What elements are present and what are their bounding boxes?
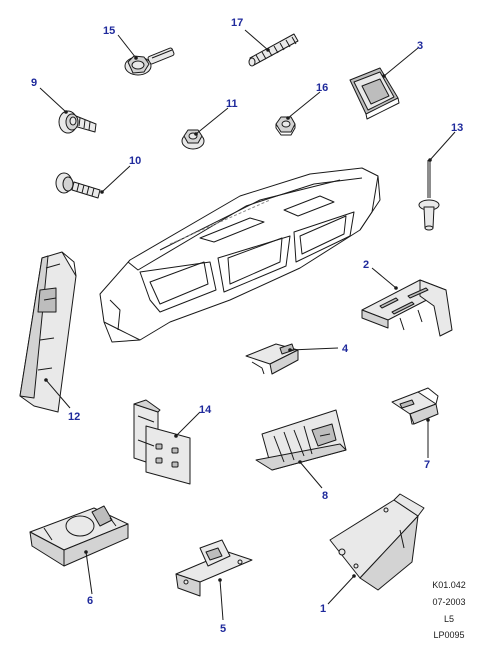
callout-1: 1 xyxy=(320,603,326,615)
callout-10: 10 xyxy=(129,155,141,167)
callout-8: 8 xyxy=(322,490,328,502)
part-3-square-grommet xyxy=(349,67,400,120)
callout-labels: 15 17 3 9 11 16 13 10 2 4 12 14 7 8 6 5 … xyxy=(31,17,463,635)
dashboard-assembly xyxy=(99,167,381,343)
part-15-flange-bolt xyxy=(124,47,175,76)
part-6-holder-bracket xyxy=(29,505,129,567)
callout-17: 17 xyxy=(231,17,243,29)
part-2-slotted-bracket xyxy=(361,279,453,337)
part-16-hex-nut xyxy=(275,116,296,136)
callout-15: 15 xyxy=(103,25,115,37)
callout-11: 11 xyxy=(226,98,238,110)
callout-5: 5 xyxy=(220,623,226,635)
part-7-small-bracket xyxy=(391,387,439,425)
reference-date: 07-2003 xyxy=(432,597,466,607)
callout-3: 3 xyxy=(417,40,423,52)
leader-dots xyxy=(44,48,432,582)
part-14-bracket-plate xyxy=(133,399,191,485)
callout-14: 14 xyxy=(199,404,212,416)
callout-12: 12 xyxy=(68,411,80,423)
callout-7: 7 xyxy=(424,459,430,471)
part-4-clip-bracket xyxy=(245,343,299,375)
part-8-vent-grille xyxy=(255,409,347,471)
part-17-threaded-stud xyxy=(248,33,299,67)
illustration-id: LP0095 xyxy=(433,630,465,640)
part-13-rivet xyxy=(418,160,440,231)
part-12-pillar-trim xyxy=(19,251,77,413)
callout-6: 6 xyxy=(87,595,93,607)
callout-4: 4 xyxy=(342,343,349,355)
part-1-wedge-bracket xyxy=(329,493,425,591)
callout-13: 13 xyxy=(451,122,463,134)
reference-code: K01.042 xyxy=(432,580,466,590)
part-9-screw-washer xyxy=(58,110,97,134)
reference-level: L5 xyxy=(443,614,454,624)
callout-2: 2 xyxy=(363,259,369,271)
part-5-mounting-bracket xyxy=(175,539,253,597)
part-11-flange-nut xyxy=(181,129,205,150)
part-10-bolt xyxy=(55,172,101,199)
callout-9: 9 xyxy=(31,77,37,89)
callout-16: 16 xyxy=(316,82,328,94)
leader-lines xyxy=(39,29,456,621)
